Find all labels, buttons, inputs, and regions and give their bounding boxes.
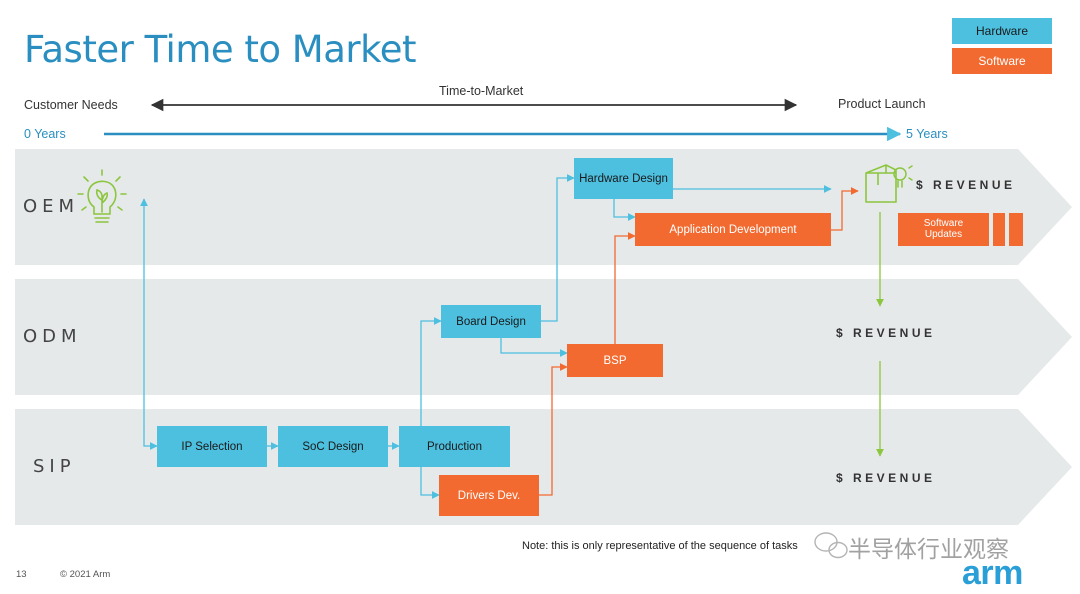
lane-oem-band	[15, 149, 1072, 265]
connector-drivers-bsp	[539, 363, 568, 496]
software-update-bar-2	[1009, 213, 1023, 246]
revenue-oem: $ REVENUE	[916, 178, 1016, 192]
revenue-odm: $ REVENUE	[836, 326, 936, 340]
legend-hardware: Hardware	[952, 18, 1052, 44]
box-production: Production	[399, 426, 510, 467]
page-number: 13	[16, 569, 27, 580]
product-launch-label: Product Launch	[838, 97, 926, 111]
connector-lightbulb-ip	[140, 198, 158, 450]
bulb-small-icon	[893, 165, 913, 188]
start-years-label: 0 Years	[24, 127, 66, 141]
connector-bsp-app	[614, 232, 636, 344]
lane-label-oem: OEM	[23, 196, 80, 217]
end-years-label: 5 Years	[906, 127, 948, 141]
lane-odm-band	[15, 279, 1072, 395]
watermark-text: 半导体行业观察	[848, 537, 1009, 563]
connector-production-board	[420, 317, 442, 426]
box-board-design: Board Design	[441, 305, 541, 338]
lane-label-odm: ODM	[23, 326, 82, 347]
box-soc-design: SoC Design	[278, 426, 388, 467]
box-application-development: Application Development	[635, 213, 831, 246]
customer-needs-label: Customer Needs	[24, 98, 118, 112]
connector-board-bsp	[500, 338, 568, 357]
page-title: Faster Time to Market	[24, 28, 416, 71]
box-software-updates: Software Updates	[898, 213, 989, 246]
box-bsp: BSP	[567, 344, 663, 377]
box-hardware-design: Hardware Design	[574, 158, 673, 199]
box-ip-selection: IP Selection	[157, 426, 267, 467]
package-icon	[865, 164, 897, 203]
connector-board-hardware	[541, 174, 575, 322]
sequence-note: Note: this is only representative of the…	[522, 540, 798, 552]
connector-hardware-app	[613, 199, 636, 221]
arm-logo: arm	[962, 554, 1023, 592]
copyright: © 2021 Arm	[60, 569, 111, 580]
connector-app-product	[831, 187, 859, 231]
legend-software: Software	[952, 48, 1052, 74]
lane-label-sip: SIP	[33, 456, 76, 477]
lightbulb-icon	[77, 169, 127, 223]
revenue-sip: $ REVENUE	[836, 471, 936, 485]
connector-production-drivers	[420, 467, 440, 499]
time-to-market-label: Time-to-Market	[439, 84, 524, 98]
wechat-icon	[814, 532, 848, 559]
software-update-bar-1	[993, 213, 1005, 246]
box-drivers-dev: Drivers Dev.	[439, 475, 539, 516]
